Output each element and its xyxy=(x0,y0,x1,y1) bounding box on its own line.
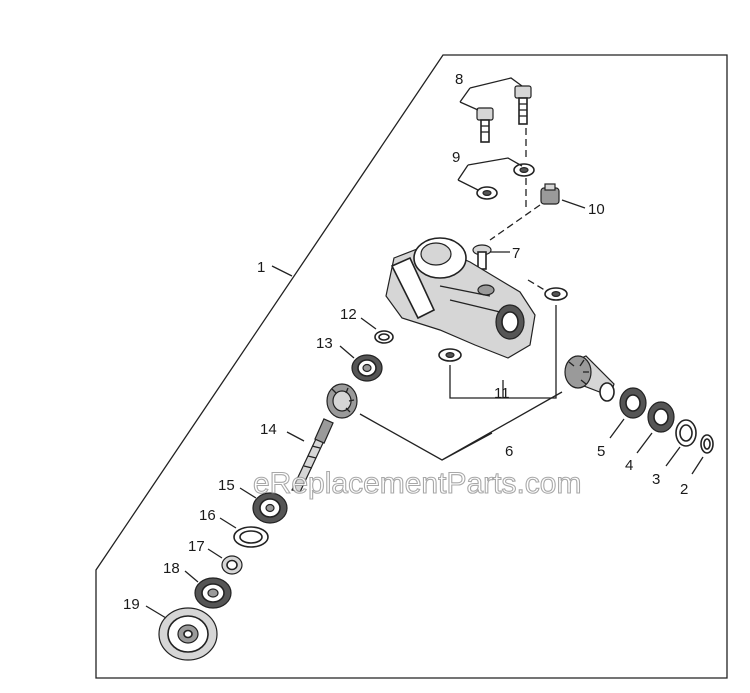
callout-9: 9 xyxy=(452,149,460,166)
bearing-part-5[interactable] xyxy=(619,387,647,419)
callout-5: 5 xyxy=(597,443,605,460)
callout-1: 1 xyxy=(257,259,265,276)
screw-part-7[interactable] xyxy=(472,244,492,270)
callout-14: 14 xyxy=(260,421,277,438)
washer-part-11b[interactable] xyxy=(438,348,462,362)
gear-case-housing[interactable] xyxy=(385,237,536,359)
leader-3 xyxy=(665,446,681,467)
leader-19 xyxy=(145,605,167,619)
washer-part-9b[interactable] xyxy=(476,186,498,200)
washer-part-11a[interactable] xyxy=(544,287,568,301)
leader-15 xyxy=(239,487,257,499)
bearing-part-13[interactable] xyxy=(351,354,383,382)
leader-8 xyxy=(459,77,523,111)
leader-18 xyxy=(184,570,199,583)
leader-4 xyxy=(636,432,653,454)
leader-10 xyxy=(561,199,586,209)
collar-part-17[interactable] xyxy=(221,555,243,575)
bearing-part-18[interactable] xyxy=(194,577,232,609)
leader-1 xyxy=(271,265,293,277)
plug-part-10[interactable] xyxy=(540,183,560,205)
leader-13 xyxy=(339,345,355,359)
callout-3: 3 xyxy=(652,471,660,488)
callout-17: 17 xyxy=(188,538,205,555)
callout-6: 6 xyxy=(505,443,513,460)
leader-11 xyxy=(449,305,557,399)
leader-9 xyxy=(457,157,523,191)
snap-ring-part-2[interactable] xyxy=(700,434,714,454)
washer-part-9a[interactable] xyxy=(513,163,535,177)
callout-19: 19 xyxy=(123,596,140,613)
callout-16: 16 xyxy=(199,507,216,524)
callout-8: 8 xyxy=(455,71,463,88)
callout-13: 13 xyxy=(316,335,333,352)
leader-12 xyxy=(360,317,377,330)
assembly-boundary xyxy=(95,54,728,679)
callout-2: 2 xyxy=(680,481,688,498)
leader-5 xyxy=(609,418,625,439)
dash-10 xyxy=(489,204,541,241)
washer-part-3[interactable] xyxy=(675,419,697,447)
leader-16 xyxy=(219,517,237,529)
watermark-text: eReplacementParts.com xyxy=(253,467,581,500)
bolt-part-8b[interactable] xyxy=(476,107,494,143)
leader-14 xyxy=(286,431,305,442)
callout-11: 11 xyxy=(494,385,510,402)
leader-6 xyxy=(359,391,563,461)
o-ring-part-12[interactable] xyxy=(374,330,394,344)
callout-7: 7 xyxy=(512,245,520,262)
bolt-part-8a[interactable] xyxy=(514,85,532,125)
callout-4: 4 xyxy=(625,457,633,474)
dash-11 xyxy=(527,279,549,293)
leader-17 xyxy=(207,548,223,559)
callout-12: 12 xyxy=(340,306,357,323)
callout-18: 18 xyxy=(163,560,180,577)
leader-2 xyxy=(691,456,704,475)
bevel-gear-part-6-large[interactable] xyxy=(564,355,615,402)
washer-part-16[interactable] xyxy=(233,526,269,548)
holder-part-19[interactable] xyxy=(158,607,218,661)
callout-15: 15 xyxy=(218,477,235,494)
shaft-part-14[interactable] xyxy=(291,418,334,493)
gear-part-6-small[interactable] xyxy=(326,383,358,419)
bearing-part-4[interactable] xyxy=(647,401,675,433)
callout-10: 10 xyxy=(588,201,605,218)
bearing-part-15[interactable] xyxy=(252,492,288,524)
